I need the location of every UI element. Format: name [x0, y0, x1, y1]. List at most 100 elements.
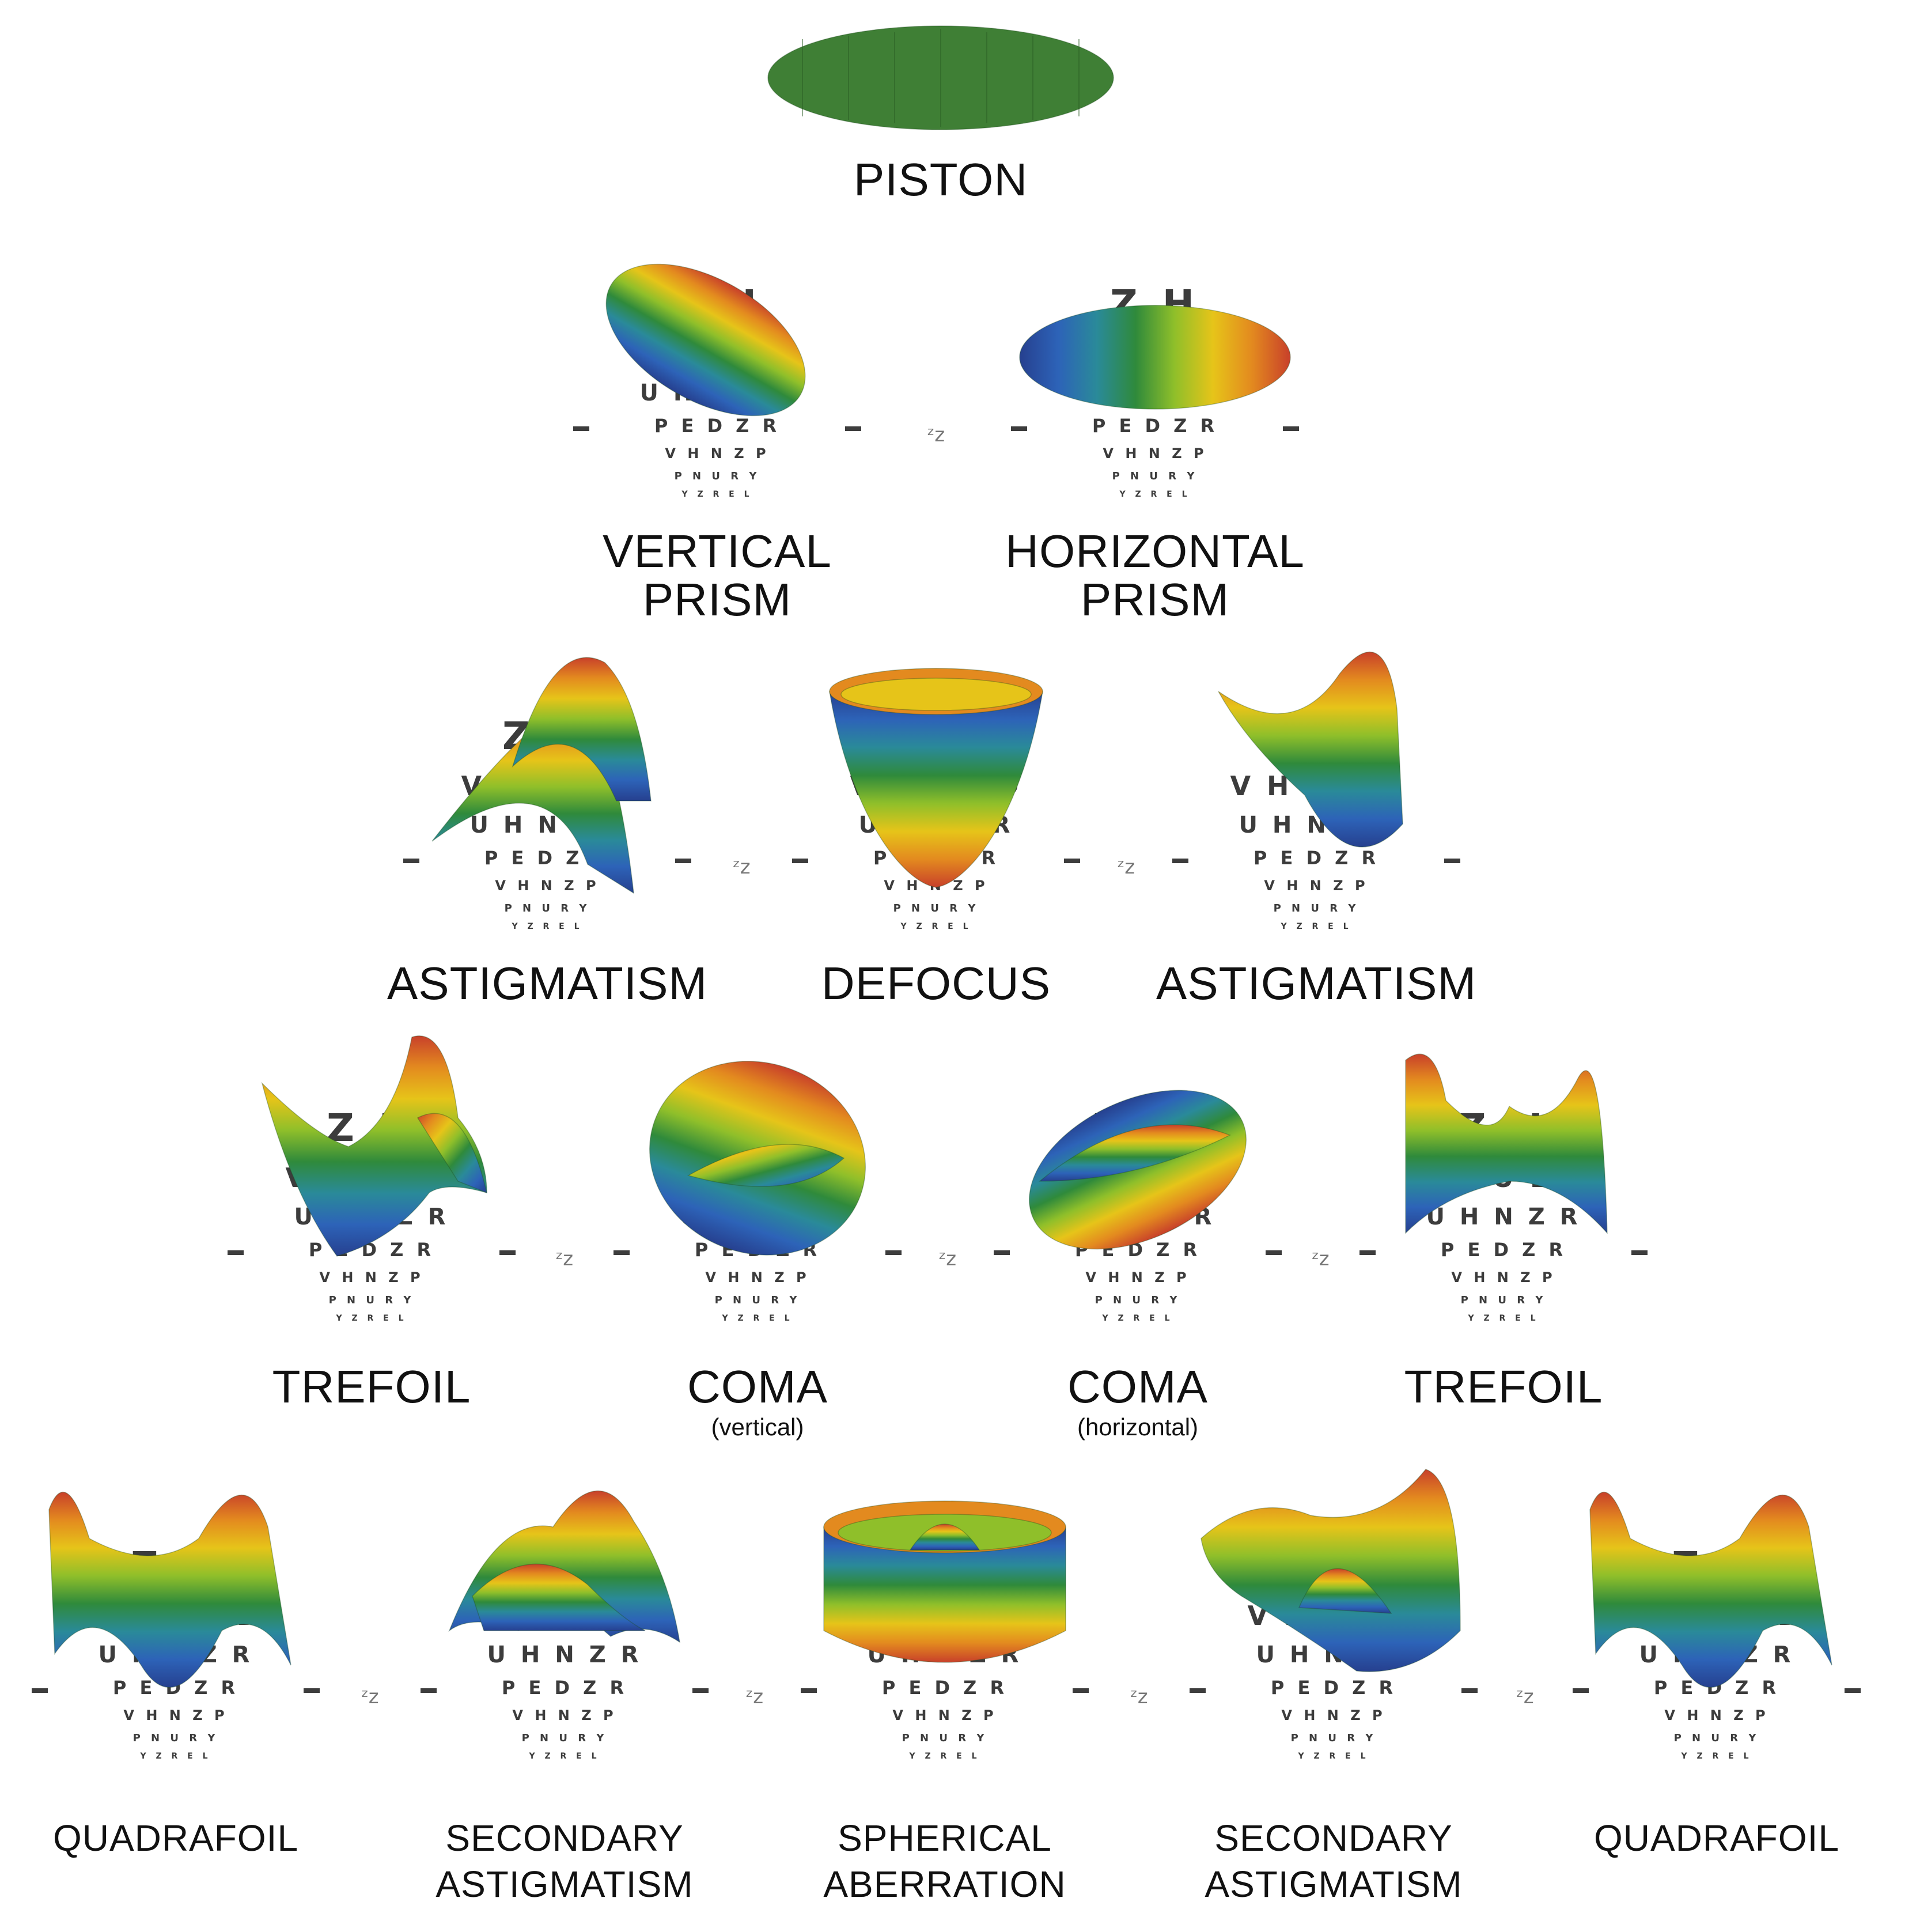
label-line: QUADRAFOIL — [1593, 1817, 1840, 1859]
piston-figure — [767, 25, 1114, 130]
eye-chart-line: Y Z R E L — [1467, 1314, 1539, 1323]
piston-surface — [767, 25, 1114, 130]
astigmatism-oblique-cell: Z HV H U E DU H N Z RP E D Z RV H N Z PP… — [363, 657, 732, 962]
eye-chart-line: Y Z R E L — [528, 1752, 600, 1761]
horizontal-prism-figure: Z HV H U E DU H N Z RP E D Z RV H N Z PP… — [1011, 282, 1299, 499]
dash-mark — [845, 426, 861, 431]
eye-chart-line: V H N Z P — [1451, 1269, 1555, 1286]
astigmatism-vertical-figure: Z HV H U E DU H N Z RP E D Z RV H N Z PP… — [1172, 651, 1460, 931]
trefoil-oblique-figure: Z HV H U E DU H N Z RP E D Z RV H N Z PP… — [228, 1035, 516, 1323]
eye-chart-line: P N U R Y — [505, 902, 590, 914]
dash-mark — [692, 1688, 709, 1693]
dash-mark — [1073, 1688, 1089, 1693]
secondary-astigmatism-oblique-cell: Z HV H U E DU H N Z RP E D Z RV H N Z PP… — [380, 1490, 749, 1792]
defocus-label: DEFOCUS — [821, 959, 1051, 1008]
eye-chart-line: Y Z R E L — [139, 1752, 211, 1761]
eye-chart-line: V H N Z P — [123, 1707, 228, 1723]
dash-mark — [1172, 859, 1188, 863]
eye-chart-line: V H N Z P — [1264, 878, 1368, 894]
piston-label: PISTON — [854, 156, 1028, 204]
eye-chart-line: P E D Z R — [502, 1677, 627, 1699]
eye-chart-line: Y Z R E L — [681, 490, 752, 499]
eye-chart-line: V H N Z P — [1103, 445, 1207, 462]
secastig2-surface — [1201, 1469, 1461, 1672]
astig1-surface — [431, 657, 652, 894]
eye-chart-line: P E D Z R — [1092, 415, 1218, 437]
astigmatism-vertical-cell: Z HV H U E DU H N Z RP E D Z RV H N Z PP… — [1132, 651, 1501, 962]
eye-chart-line: Y Z R E L — [335, 1314, 407, 1323]
vertical-prism-cell: Z HV H U E DU H N Z RP E D Z RV H N Z PP… — [533, 230, 902, 530]
eye-chart-line: P N U R Y — [1095, 1294, 1181, 1306]
astigmatism-oblique-figure: Z HV H U E DU H N Z RP E D Z RV H N Z PP… — [403, 657, 691, 931]
label-line: TREFOIL — [1404, 1361, 1603, 1412]
separator-glyph: ᶻz — [555, 1247, 574, 1271]
dash-mark — [675, 859, 691, 863]
eye-chart-line: V H N Z P — [1085, 1269, 1190, 1286]
eye-chart-line: V H N Z P — [319, 1269, 423, 1286]
trefoil-vertical-figure: Z HV H U E DU H N Z RP E D Z RV H N Z PP… — [1359, 1053, 1648, 1323]
astigmatism-vertical-label: ASTIGMATISM — [1156, 959, 1476, 1008]
eye-chart-line: Y Z R E L — [511, 922, 582, 931]
coma-horizontal-cell: Z HV H U E DU H N Z RP E D Z RV H N Z PP… — [953, 1054, 1322, 1354]
eye-chart-line: Y Z R E L — [1680, 1752, 1752, 1761]
secondary-astigmatism-vertical-cell: Z HV H U E DU H N Z RP E D Z RV H N Z PP… — [1149, 1469, 1518, 1792]
dash-mark — [1444, 859, 1460, 863]
eye-chart-line: V H N Z P — [1281, 1707, 1385, 1723]
dash-mark — [228, 1250, 244, 1255]
dash-mark — [1461, 1688, 1478, 1693]
label-line: COMA — [687, 1361, 828, 1412]
separator-glyph: ᶻz — [361, 1685, 379, 1708]
quadrafoil-oblique-label: QUADRAFOIL — [53, 1815, 298, 1861]
eye-chart-line: V H N Z P — [1664, 1707, 1768, 1723]
separator-glyph: ᶻz — [1312, 1247, 1330, 1271]
eye-chart-line: P E D Z R — [882, 1677, 1008, 1699]
quadrafoil-oblique-cell: Z HV H U E DU H N Z RP E D Z RV H N Z PP… — [0, 1491, 360, 1792]
eye-chart-line: U H N Z R — [487, 1642, 642, 1668]
quad2-surface — [1589, 1491, 1832, 1688]
dash-mark — [994, 1250, 1010, 1255]
label-line: DEFOCUS — [821, 958, 1051, 1009]
label-line: ASTIGMATISM — [1156, 958, 1477, 1009]
coma-vertical-sublabel: (vertical) — [711, 1413, 804, 1441]
label-line: ASTIGMATISM — [387, 958, 708, 1009]
astig2-surface — [1218, 651, 1403, 848]
separator-glyph: ᶻz — [927, 424, 945, 447]
eye-chart-line: Y Z R E L — [721, 1314, 793, 1323]
eye-chart-line: P E D Z R — [1271, 1677, 1396, 1699]
coma-horizontal-sublabel: (horizontal) — [1077, 1413, 1199, 1441]
eye-chart-line: P N U R Y — [902, 1732, 988, 1744]
eye-chart-line: Y Z R E L — [900, 922, 971, 931]
label-line: HORIZONTAL — [1005, 525, 1305, 577]
eye-chart-line: P N U R Y — [675, 470, 760, 482]
eye-chart-line: V H N Z P — [665, 445, 769, 462]
trefoil-oblique-cell: Z HV H U E DU H N Z RP E D Z RV H N Z PP… — [187, 1035, 556, 1354]
quad-surface — [48, 1491, 291, 1688]
dash-mark — [1845, 1688, 1861, 1693]
trefoil-vertical-cell: Z HV H U E DU H N Z RP E D Z RV H N Z PP… — [1319, 1053, 1688, 1354]
dash-mark — [304, 1688, 320, 1693]
spherical-aberration-cell: Z HV H U E DU H N Z RP E D Z RV H N Z PP… — [760, 1492, 1129, 1792]
eye-chart-line: Y Z R E L — [1280, 922, 1351, 931]
label-line: SECONDARY — [1214, 1817, 1453, 1859]
label-line: PRISM — [1080, 574, 1230, 625]
coma-vertical-cell: Z HV H U E DU H N Z RP E D Z RV H N Z PP… — [573, 1054, 942, 1354]
separator-glyph: ᶻz — [1130, 1685, 1148, 1708]
label-line: PRISM — [642, 574, 792, 625]
coma1-surface — [649, 1061, 866, 1256]
eye-chart-line: P E D Z R — [1254, 847, 1379, 869]
coma-vertical-label: COMA — [687, 1363, 828, 1411]
coma-vertical-figure: Z HV H U E DU H N Z RP E D Z RV H N Z PP… — [614, 1061, 902, 1323]
trefoil-oblique-label: TREFOIL — [272, 1363, 471, 1411]
dash-mark — [885, 1250, 902, 1255]
coma2-surface — [1029, 1090, 1247, 1250]
spherical-aberration-figure: Z HV H U E DU H N Z RP E D Z RV H N Z PP… — [801, 1500, 1089, 1761]
eye-chart-line: V H N Z P — [495, 878, 599, 894]
eye-chart-line: P N U R Y — [1291, 1732, 1377, 1744]
label-line: SECONDARY — [445, 1817, 684, 1859]
astigmatism-oblique-label: ASTIGMATISM — [387, 959, 707, 1008]
separator-glyph: ᶻz — [1516, 1685, 1534, 1708]
dash-mark — [1359, 1250, 1376, 1255]
label-line: VERTICAL — [603, 525, 832, 577]
